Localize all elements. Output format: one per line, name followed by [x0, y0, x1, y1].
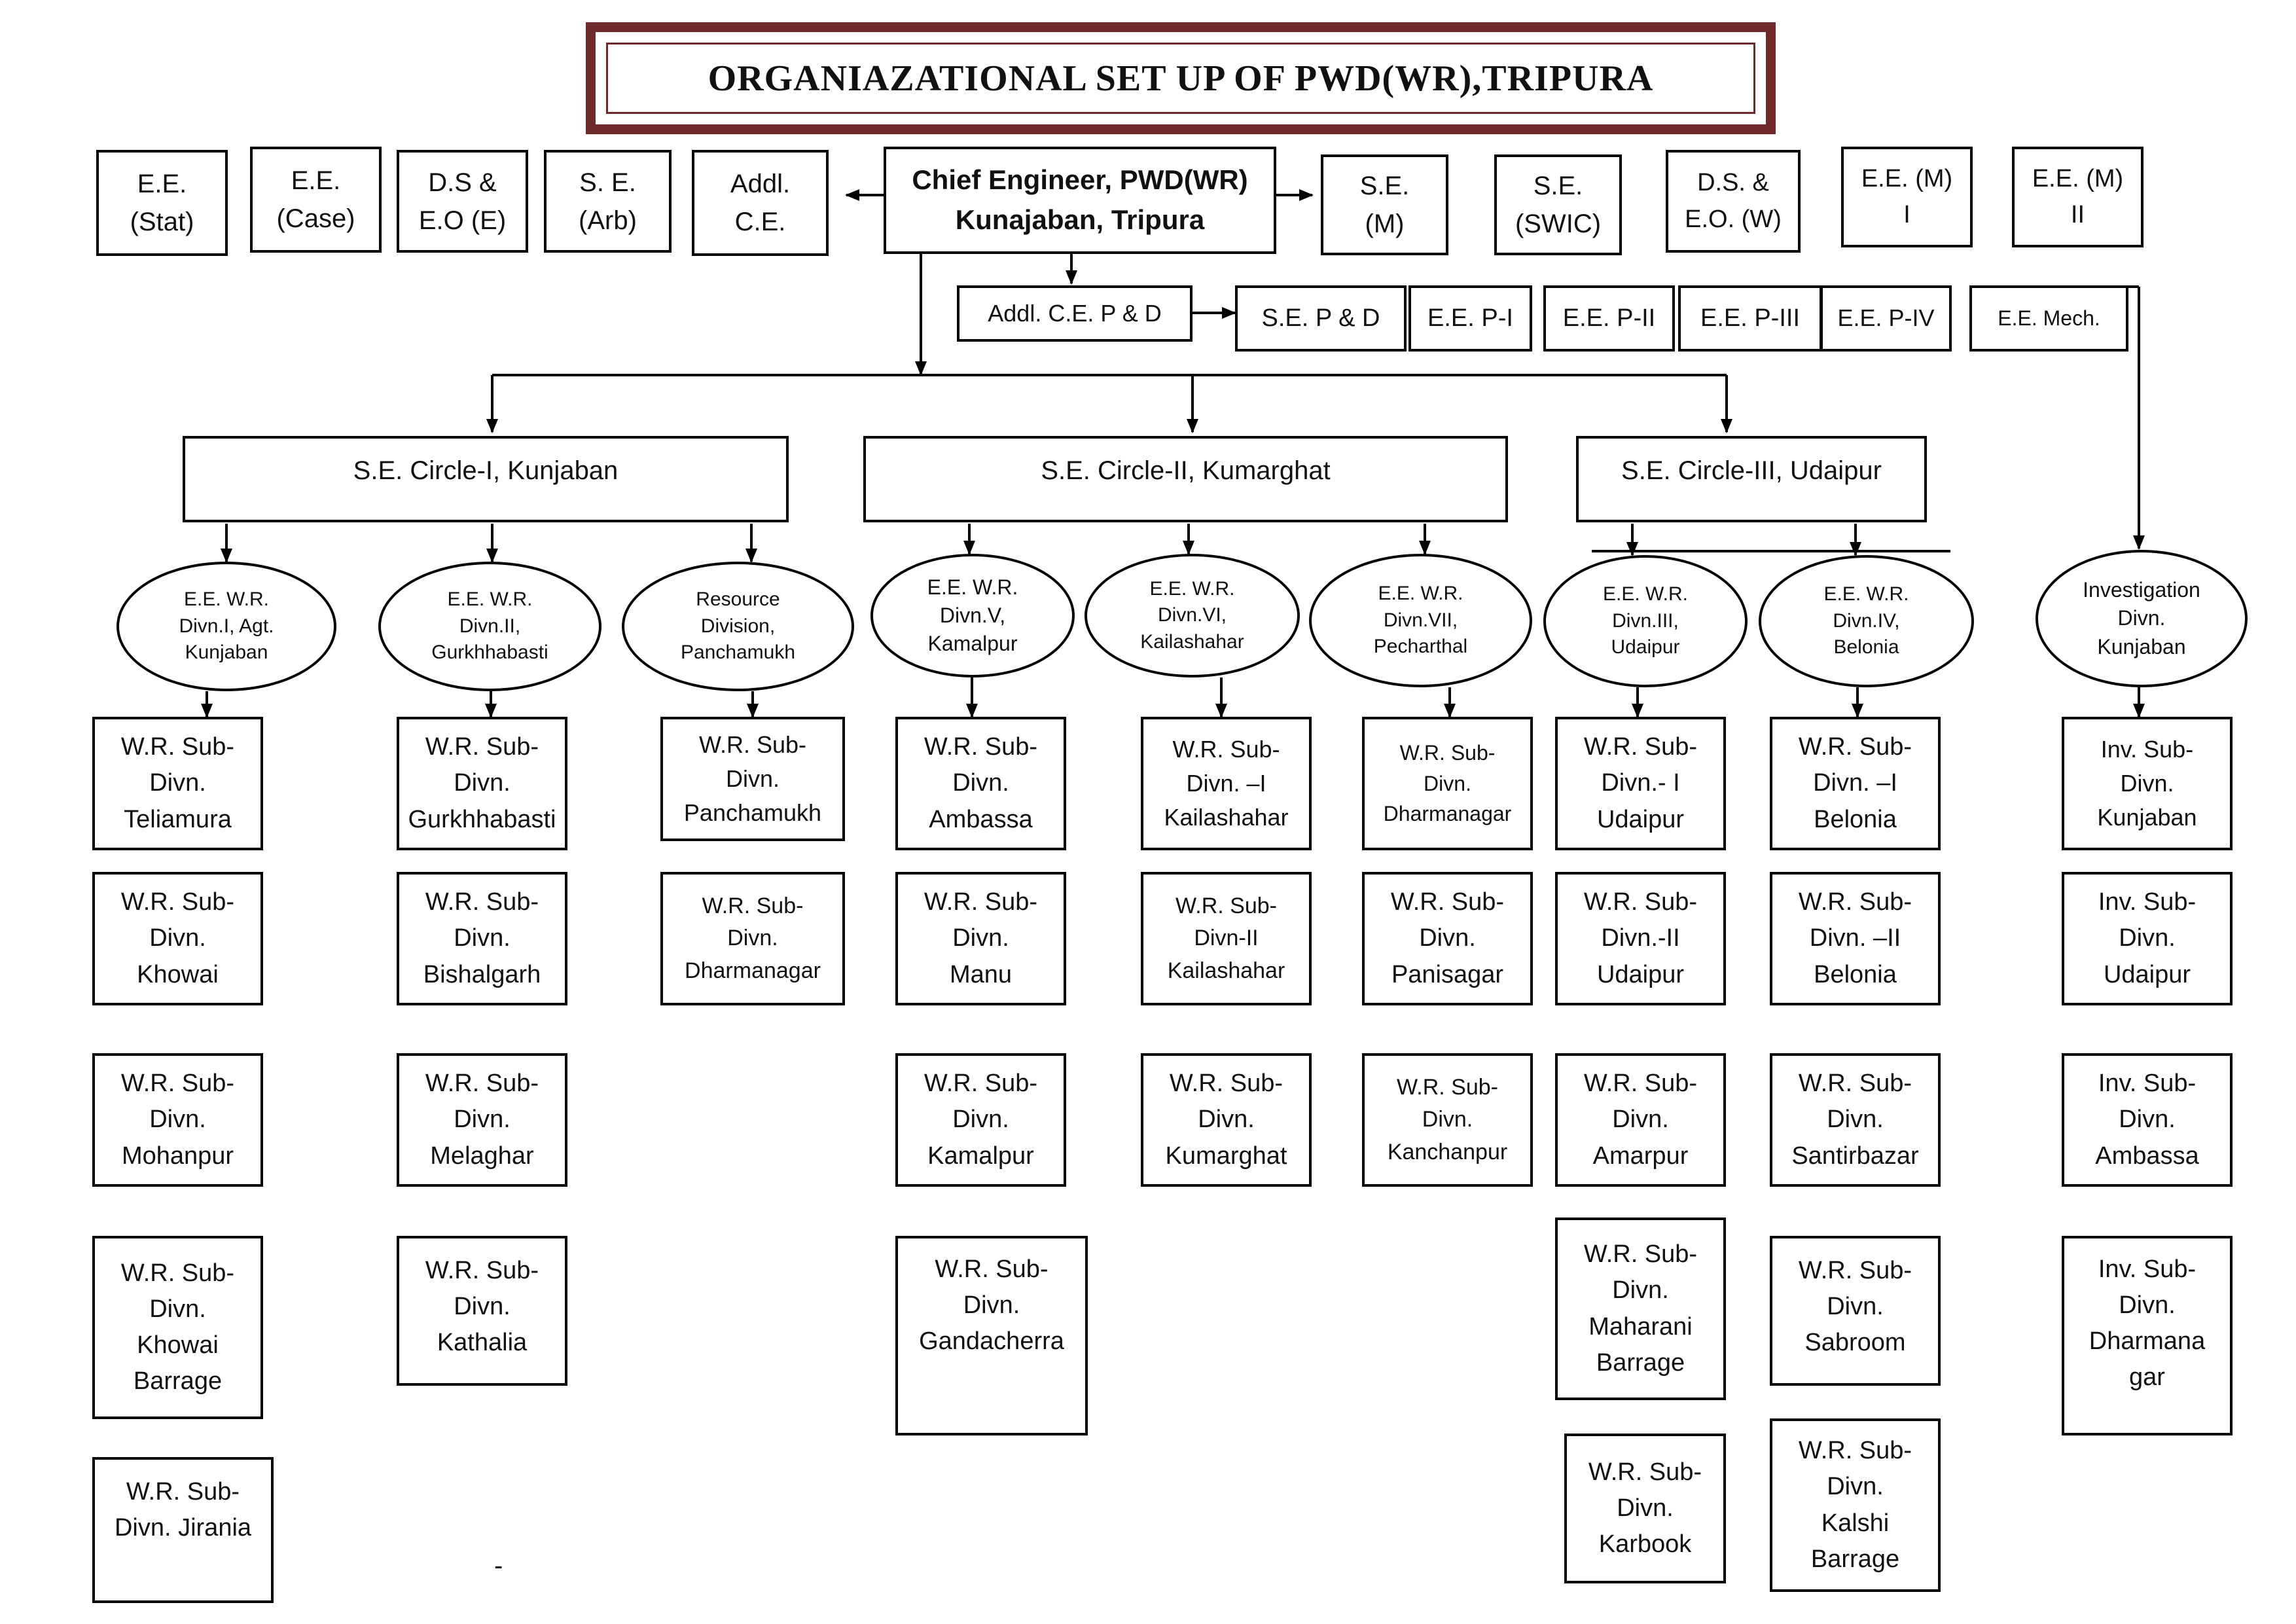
subdivision-manu: W.R. Sub- Divn. Manu: [895, 872, 1066, 1005]
stray-mark: -: [494, 1551, 503, 1580]
division-v-kamalpur: E.E. W.R. Divn.V, Kamalpur: [870, 554, 1075, 677]
addl-ce-pd: Addl. C.E. P & D: [957, 285, 1193, 342]
subdivision-kailashahar-ii: W.R. Sub- Divn-II Kailashahar: [1141, 872, 1312, 1005]
division-vii-pecharthal: E.E. W.R. Divn.VII, Pecharthal: [1309, 554, 1532, 687]
ee-mech: E.E. Mech.: [1969, 285, 2128, 352]
investigation-division-kunjaban: Investigation Divn. Kunjaban: [2036, 550, 2248, 687]
se-circle-ii: S.E. Circle-II, Kumarghat: [863, 436, 1508, 522]
ee-p-iii: E.E. P-III: [1678, 285, 1822, 352]
subdivision-kumarghat: W.R. Sub- Divn. Kumarghat: [1141, 1053, 1312, 1187]
inv-subdivision-ambassa: Inv. Sub- Divn. Ambassa: [2062, 1053, 2233, 1187]
officer-ee-case: E.E. (Case): [250, 147, 382, 253]
chief-engineer: Chief Engineer, PWD(WR) Kunajaban, Tripu…: [884, 147, 1276, 254]
officer-ee-stat: E.E. (Stat): [96, 150, 228, 256]
subdivision-belonia-i: W.R. Sub- Divn. –I Belonia: [1770, 717, 1941, 850]
subdivision-khowai: W.R. Sub- Divn. Khowai: [92, 872, 263, 1005]
inv-subdivision-kunjaban: Inv. Sub- Divn. Kunjaban: [2062, 717, 2233, 850]
subdivision-teliamura: W.R. Sub- Divn. Teliamura: [92, 717, 263, 850]
division-iii-udaipur: E.E. W.R. Divn.III, Udaipur: [1543, 555, 1748, 687]
chart-title: ORGANIAZATIONAL SET UP OF PWD(WR),TRIPUR…: [708, 58, 1654, 99]
division-vi-kailashahar: E.E. W.R. Divn.VI, Kailashahar: [1085, 554, 1300, 677]
subdivision-dharmanagar: W.R. Sub- Divn. Dharmanagar: [1362, 717, 1533, 850]
officer-addl-ce: Addl. C.E.: [692, 150, 829, 256]
title-banner: ORGANIAZATIONAL SET UP OF PWD(WR),TRIPUR…: [586, 22, 1776, 134]
division-iv-belonia: E.E. W.R. Divn.IV, Belonia: [1759, 555, 1974, 687]
subdivision-panchamukh: W.R. Sub- Divn. Panchamukh: [660, 717, 845, 841]
ee-p-i: E.E. P-I: [1408, 285, 1532, 352]
inv-subdivision-udaipur: Inv. Sub- Divn. Udaipur: [2062, 872, 2233, 1005]
se-circle-i: S.E. Circle-I, Kunjaban: [183, 436, 789, 522]
subdivision-santirbazar: W.R. Sub- Divn. Santirbazar: [1770, 1053, 1941, 1187]
subdivision-karbook: W.R. Sub- Divn. Karbook: [1564, 1434, 1726, 1583]
subdivision-belonia-ii: W.R. Sub- Divn. –II Belonia: [1770, 872, 1941, 1005]
officer-ds-eo-w: D.S. & E.O. (W): [1666, 150, 1801, 253]
subdivision-jirania: W.R. Sub- Divn. Jirania: [92, 1457, 274, 1603]
ee-p-iv: E.E. P-IV: [1820, 285, 1952, 352]
subdivision-mohanpur: W.R. Sub- Divn. Mohanpur: [92, 1053, 263, 1187]
subdivision-bishalgarh: W.R. Sub- Divn. Bishalgarh: [397, 872, 567, 1005]
inv-subdivision-dharmanagar: Inv. Sub- Divn. Dharmana gar: [2062, 1236, 2233, 1435]
subdivision-gandacherra: W.R. Sub- Divn. Gandacherra: [895, 1236, 1088, 1435]
subdivision-kailashahar-i: W.R. Sub- Divn. –I Kailashahar: [1141, 717, 1312, 850]
subdivision-panisagar: W.R. Sub- Divn. Panisagar: [1362, 872, 1533, 1005]
subdivision-khowai-barrage: W.R. Sub- Divn. Khowai Barrage: [92, 1236, 263, 1419]
officer-ee-m-ii: E.E. (M) II: [2012, 147, 2144, 247]
subdivision-gurkhhabasti: W.R. Sub- Divn. Gurkhhabasti: [397, 717, 567, 850]
subdivision-melaghar: W.R. Sub- Divn. Melaghar: [397, 1053, 567, 1187]
subdivision-maharani-barrage: W.R. Sub- Divn. Maharani Barrage: [1555, 1218, 1726, 1400]
division-i-agartala: E.E. W.R. Divn.I, Agt. Kunjaban: [117, 562, 336, 691]
subdivision-amarpur: W.R. Sub- Divn. Amarpur: [1555, 1053, 1726, 1187]
subdivision-udaipur-ii: W.R. Sub- Divn.-II Udaipur: [1555, 872, 1726, 1005]
subdivision-kamalpur: W.R. Sub- Divn. Kamalpur: [895, 1053, 1066, 1187]
subdivision-kanchanpur: W.R. Sub- Divn. Kanchanpur: [1362, 1053, 1533, 1187]
ee-p-ii: E.E. P-II: [1543, 285, 1675, 352]
resource-division-panchamukh: Resource Division, Panchamukh: [622, 562, 854, 691]
title-banner-inner: ORGANIAZATIONAL SET UP OF PWD(WR),TRIPUR…: [606, 43, 1755, 114]
subdivision-sabroom: W.R. Sub- Divn. Sabroom: [1770, 1236, 1941, 1386]
division-ii-gurkhhabasti: E.E. W.R. Divn.II, Gurkhhabasti: [378, 562, 601, 691]
subdivision-kalshi-barrage: W.R. Sub- Divn. Kalshi Barrage: [1770, 1418, 1941, 1592]
subdivision-dharmanagar-resource: W.R. Sub- Divn. Dharmanagar: [660, 872, 845, 1005]
officer-ds-eo-e: D.S & E.O (E): [397, 150, 528, 253]
officer-se-arb: S. E. (Arb): [544, 150, 672, 253]
se-pd: S.E. P & D: [1235, 285, 1407, 352]
subdivision-udaipur-i: W.R. Sub- Divn.- I Udaipur: [1555, 717, 1726, 850]
officer-se-swic: S.E. (SWIC): [1494, 154, 1622, 255]
officer-se-m: S.E. (M): [1321, 154, 1448, 255]
se-circle-iii: S.E. Circle-III, Udaipur: [1576, 436, 1927, 522]
subdivision-ambassa: W.R. Sub- Divn. Ambassa: [895, 717, 1066, 850]
officer-ee-m-i: E.E. (M) I: [1841, 147, 1973, 247]
subdivision-kathalia: W.R. Sub- Divn. Kathalia: [397, 1236, 567, 1386]
